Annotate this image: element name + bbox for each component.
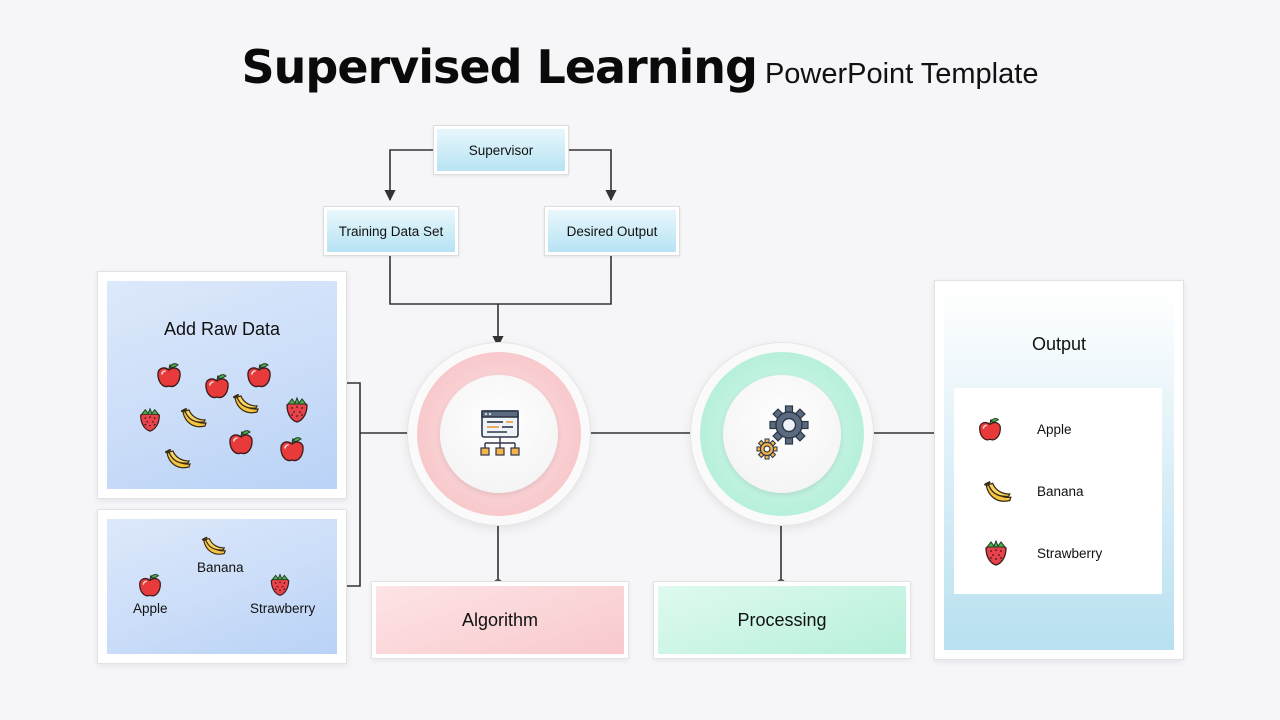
algorithm-node (407, 342, 591, 526)
processing-core (723, 375, 841, 493)
supervisor-to-desired-arrow (566, 149, 617, 202)
fruit-legend-panel: Banana Apple Strawberry (97, 509, 347, 664)
apple-icon (244, 361, 274, 391)
banana-icon (163, 445, 193, 475)
legend-banana-label: Banana (197, 560, 244, 575)
algorithm-label: Algorithm (376, 586, 624, 654)
strawberry-icon (282, 394, 312, 424)
processing-label: Processing (658, 586, 906, 654)
raw-data-panel: Add Raw Data (97, 271, 347, 499)
strawberry-icon (267, 571, 293, 597)
desired-output-box: Desired Output (544, 206, 680, 256)
apple-icon (154, 361, 184, 391)
apple-icon (226, 428, 256, 458)
banana-icon (231, 390, 261, 420)
algorithm-flowchart-icon (480, 410, 520, 456)
output-panel: Output Apple Banana Strawberry (934, 280, 1184, 660)
raw-data-title: Add Raw Data (163, 319, 281, 339)
training-data-box: Training Data Set (323, 206, 459, 256)
training-data-label: Training Data Set (327, 210, 455, 252)
output-inner: Output Apple Banana Strawberry (944, 290, 1174, 650)
algorithm-label-box: Algorithm (371, 581, 629, 659)
strawberry-icon (136, 405, 164, 433)
gears-icon (756, 405, 809, 460)
banana-icon (982, 477, 1014, 509)
apple-icon (136, 572, 164, 600)
algorithm-core (440, 375, 558, 493)
strawberry-icon (978, 537, 1014, 567)
output-item-banana: Banana (1037, 484, 1084, 499)
merge-line (389, 255, 612, 305)
legend-strawberry-label: Strawberry (250, 601, 316, 616)
fruit-legend-inner: Banana Apple Strawberry (107, 519, 337, 654)
title-sub: PowerPoint Template (764, 58, 1039, 90)
title-main: Supervised Learning (241, 40, 758, 94)
processing-node (690, 342, 874, 526)
legend-apple-label: Apple (133, 601, 168, 616)
banana-icon (179, 404, 209, 434)
apple-icon (202, 372, 232, 402)
supervisor-to-training-arrow (384, 149, 434, 202)
output-list: Apple Banana Strawberry (954, 388, 1162, 594)
output-item-apple: Apple (1037, 422, 1072, 437)
output-item-strawberry: Strawberry (1037, 546, 1103, 561)
processing-label-box: Processing (653, 581, 911, 659)
supervisor-label: Supervisor (437, 129, 565, 171)
raw-data-inner: Add Raw Data (107, 281, 337, 489)
banana-icon (200, 533, 228, 561)
supervisor-box: Supervisor (433, 125, 569, 175)
apple-icon (277, 435, 307, 465)
desired-output-label: Desired Output (548, 210, 676, 252)
output-title: Output (1031, 334, 1087, 354)
raw-data-bracket (337, 382, 361, 587)
apple-icon (976, 416, 1004, 444)
